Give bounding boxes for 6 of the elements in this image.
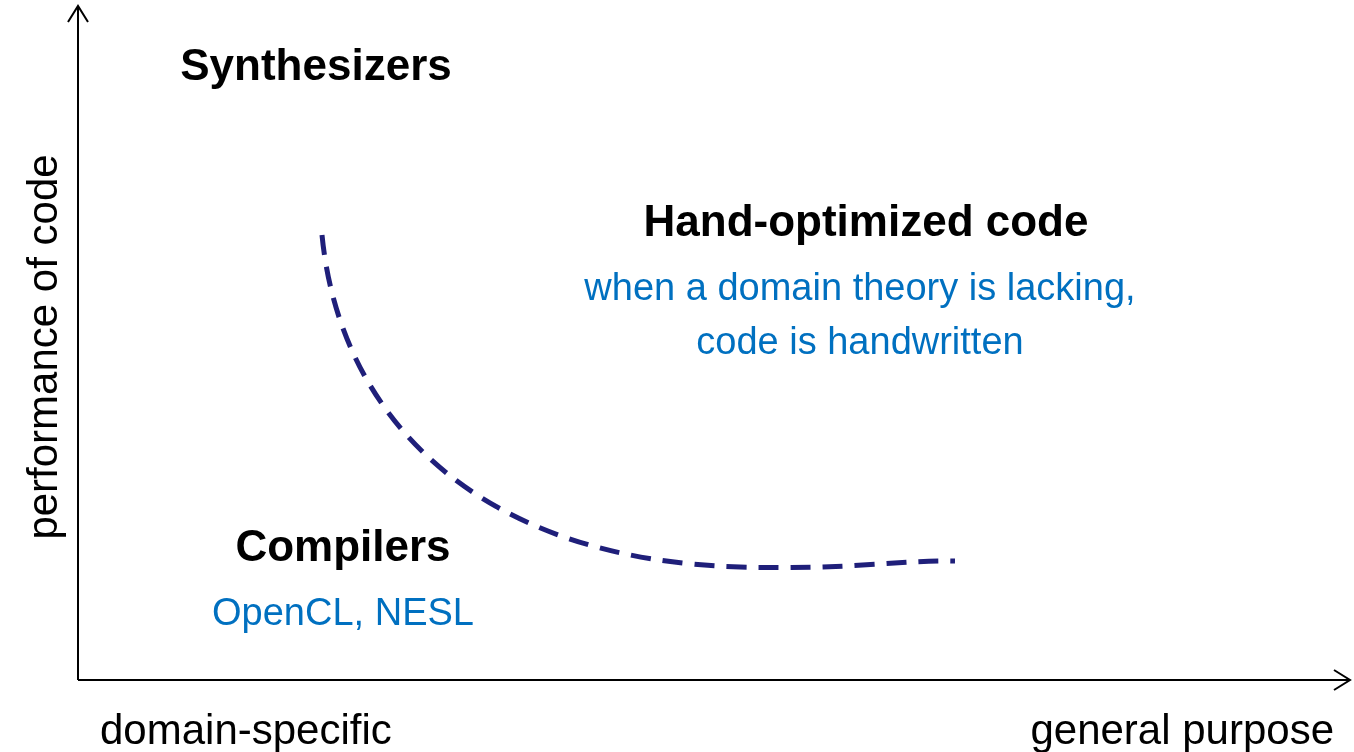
category-examples: OpenCL, NESL <box>212 590 474 635</box>
category-heading: Hand-optimized code <box>643 195 1089 247</box>
category-heading: Compilers <box>235 520 451 572</box>
category-heading: Synthesizers <box>180 39 452 91</box>
category-description: when a domain theory is lacking, code is handwritten <box>583 265 1137 364</box>
y-axis-label: performance of code <box>17 154 67 540</box>
